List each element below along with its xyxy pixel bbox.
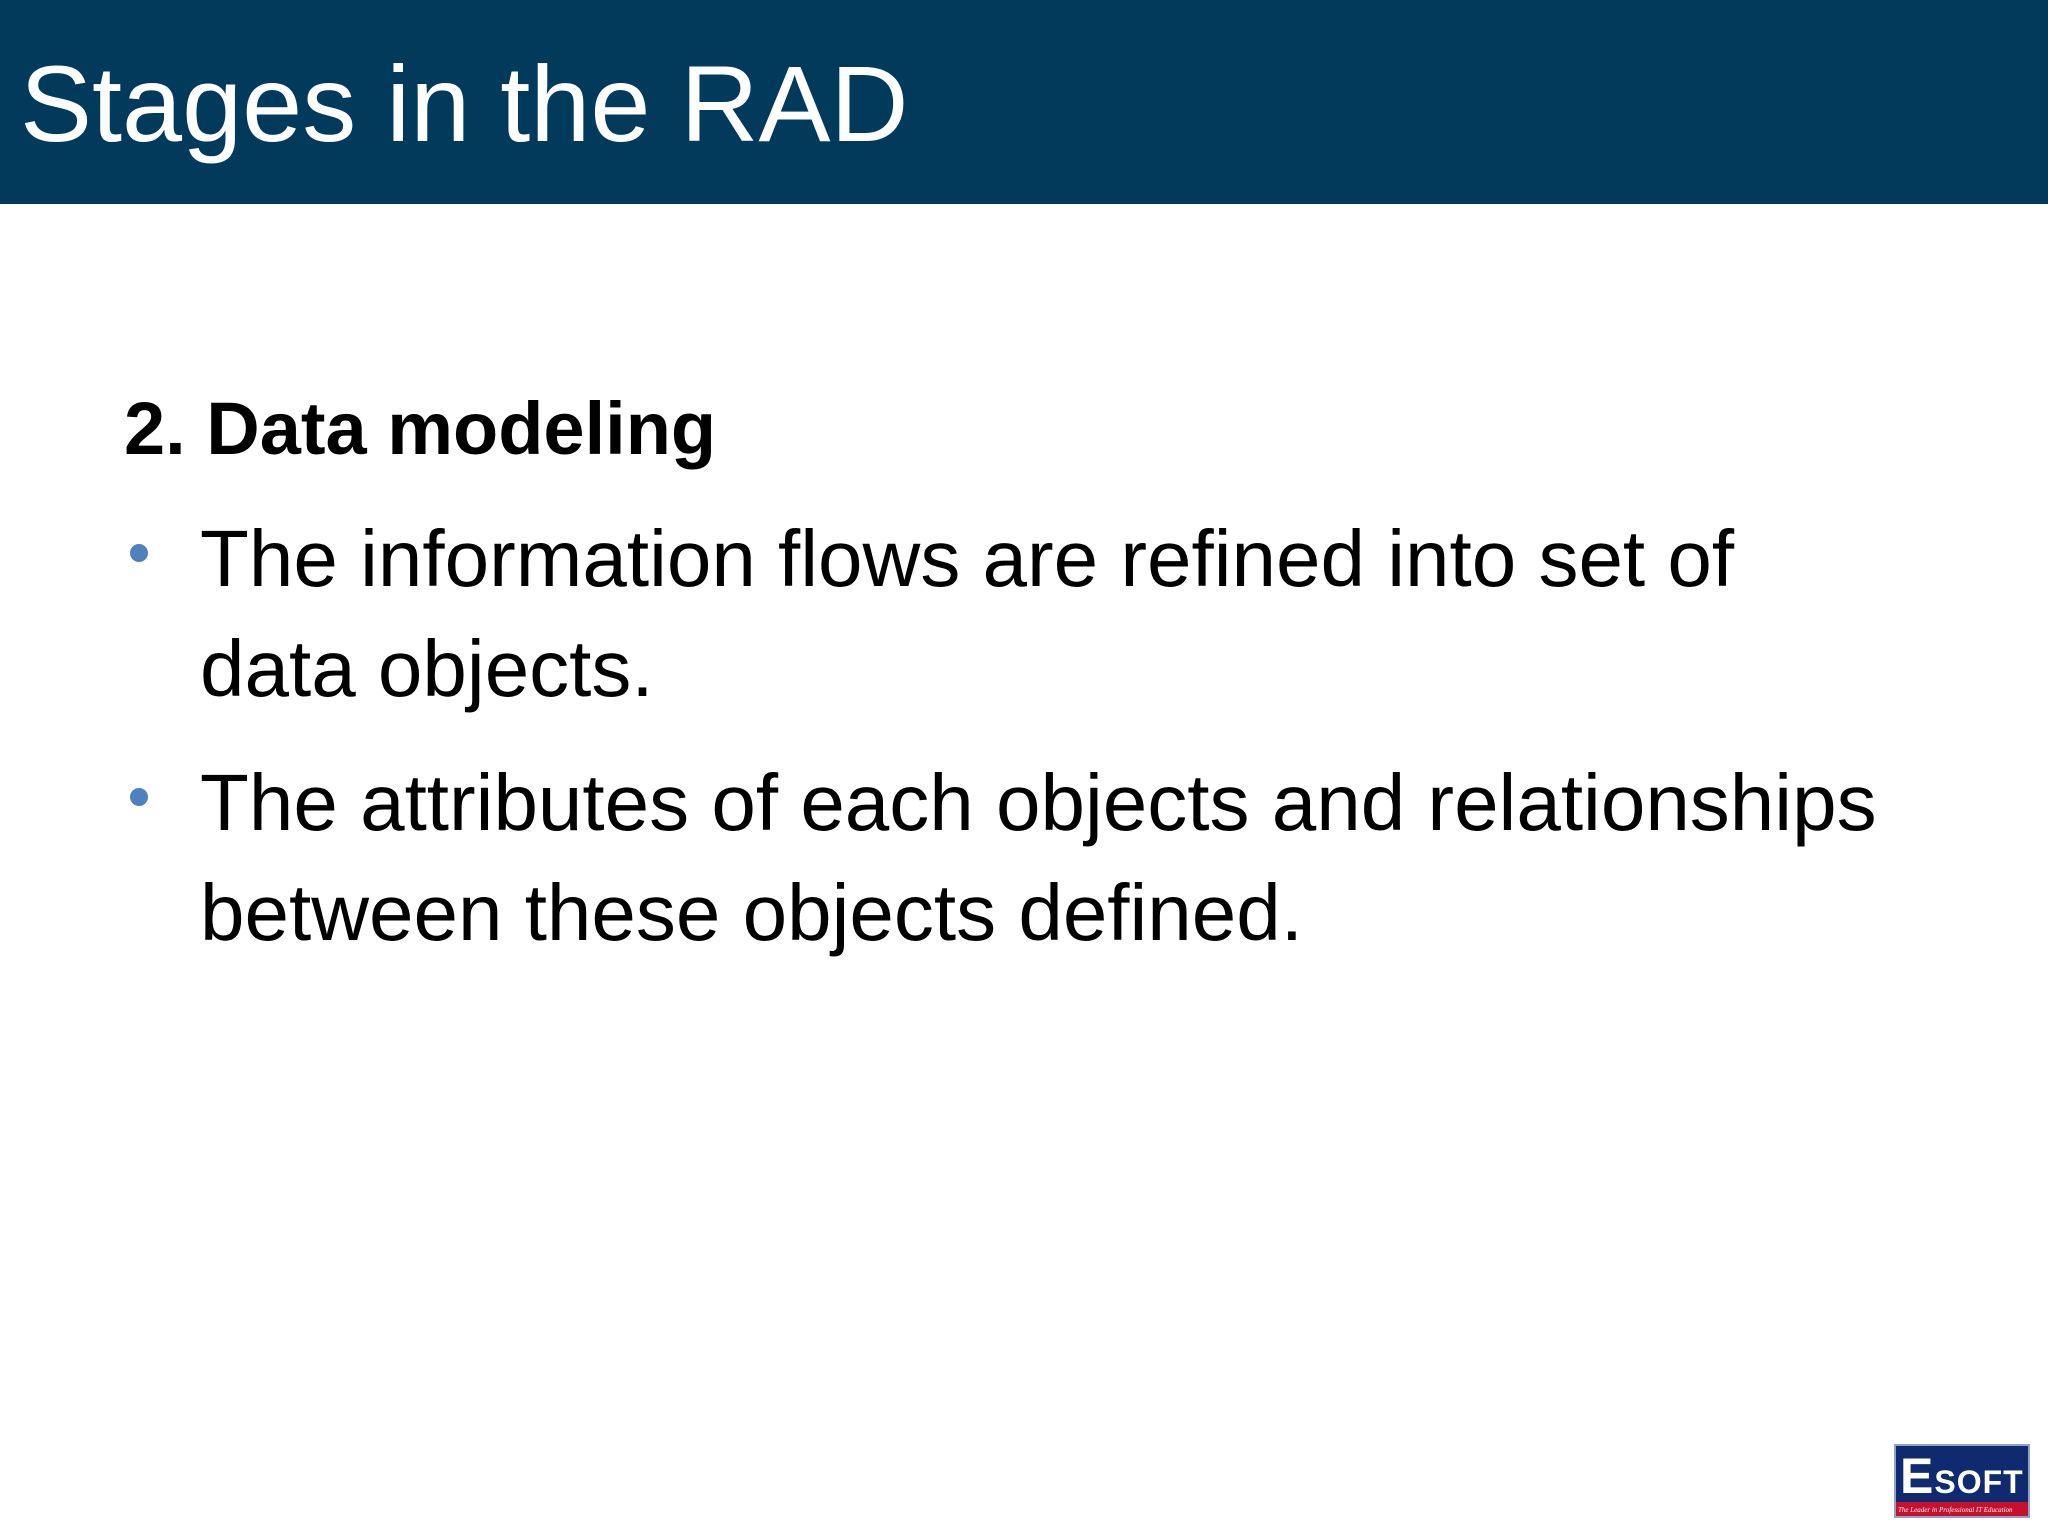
bullet-text: The attributes of each objects and relat… — [200, 758, 1877, 957]
bullet-text: The information flows are refined into s… — [200, 514, 1735, 713]
logo-wordmark: ESOFT — [1900, 1448, 2024, 1510]
bullet-dot-icon — [130, 788, 148, 806]
esoft-logo: ESOFT The Leader in Professional IT Educ… — [1894, 1444, 2030, 1518]
logo-first-letter: E — [1900, 1448, 1935, 1504]
logo-strip — [1896, 1502, 2028, 1516]
logo-rest: SOFT — [1934, 1464, 2024, 1500]
section-heading: 2. Data modeling — [124, 387, 717, 470]
title-bar: Stages in the RAD — [0, 0, 2048, 204]
bullet-dot-icon — [130, 544, 148, 562]
slide-title: Stages in the RAD — [20, 43, 909, 164]
logo-tagline: The Leader in Professional IT Education — [1898, 1506, 2013, 1514]
bullet-item: The information flows are refined into s… — [124, 504, 1924, 724]
bullet-list: The information flows are refined into s… — [124, 504, 1924, 992]
bullet-item: The attributes of each objects and relat… — [124, 748, 1924, 968]
